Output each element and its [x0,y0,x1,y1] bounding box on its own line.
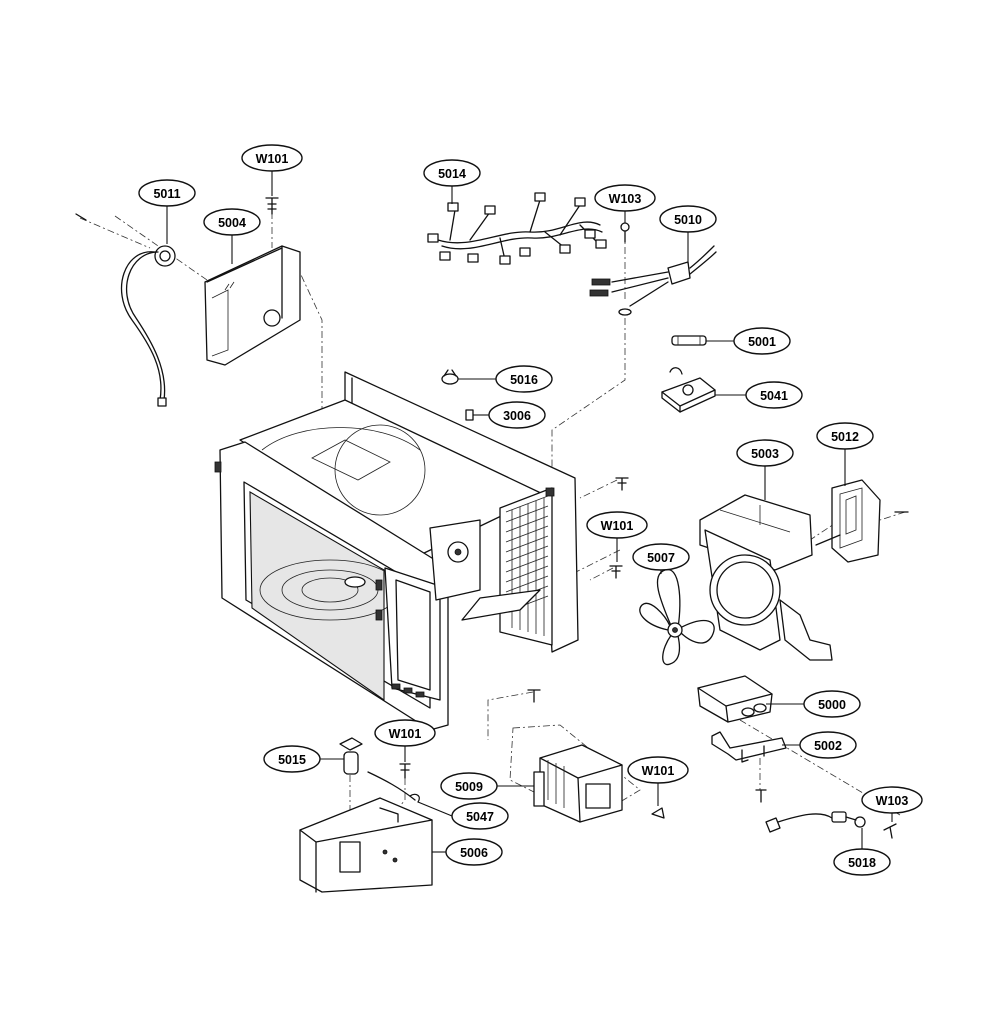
screw-w103-top [620,222,630,243]
callout-3006: 3006 [473,401,546,429]
callout-label: 5011 [153,187,180,201]
callout-5012: 5012 [816,422,874,486]
part-5010-cord [589,245,717,316]
callout-label: 5001 [748,335,776,349]
part-5011-thermostat [75,213,176,407]
callout-w101: W101 [627,756,689,806]
callout-label: 3006 [503,409,531,423]
callout-label: 5002 [814,739,842,753]
part-5006-door-switch [299,797,433,893]
part-5041-switch [661,367,716,413]
callout-label: 5012 [831,430,859,444]
callout-w101: W101 [586,511,648,562]
callout-label: 5010 [674,213,702,227]
callout-5047: 5047 [417,801,509,830]
part-5009-magnetron [533,744,623,823]
callout-label: W101 [256,152,289,166]
part-5007-fan-blade [639,569,715,666]
callout-w101: W101 [241,144,303,196]
callout-5003: 5003 [736,439,794,500]
callout-w103: W103 [594,184,656,223]
callout-5016: 5016 [458,365,553,393]
callout-label: 5003 [751,447,779,461]
callout-label: 5006 [460,846,488,860]
callout-5018: 5018 [833,828,891,876]
screw-w101-mid [527,477,629,703]
callout-label: 5000 [818,698,846,712]
callout-5014: 5014 [423,159,481,204]
part-5000-capacitor [697,675,773,723]
callout-5041: 5041 [715,381,803,409]
part-3006-clip [465,409,474,421]
callout-5007: 5007 [632,543,690,574]
screw-w101-top [265,197,279,215]
callout-label: W101 [642,764,675,778]
callout-label: 5018 [848,856,876,870]
callout-label: 5016 [510,373,538,387]
part-5014-harness [427,192,607,265]
part-5001-fuse [671,335,707,346]
callout-label: 5004 [218,216,246,230]
callout-label: W103 [609,192,642,206]
callout-label: 5009 [455,780,483,794]
callout-label: 5007 [647,551,675,565]
callout-label: W101 [389,727,422,741]
callout-5002: 5002 [782,731,857,759]
part-5015-lamp [339,737,363,775]
callout-5006: 5006 [432,838,503,866]
callout-label: 5014 [438,167,466,181]
screw-w101-low [399,763,767,819]
part-5018-wire [765,811,866,833]
callout-label: 5047 [466,810,494,824]
callout-label: W101 [601,519,634,533]
part-5003-duct [699,494,833,661]
callout-5004: 5004 [203,208,261,264]
part-5004-cover [204,245,301,366]
screw-w103-low [883,823,897,839]
callout-5011: 5011 [138,179,196,244]
part-5002-bracket [711,731,787,763]
callout-5001: 5001 [706,327,791,355]
part-5016-thermal [441,369,459,385]
part-cavity-chassis [214,371,579,731]
callout-w103: W103 [861,786,923,822]
callout-5010: 5010 [659,205,717,264]
callout-5015: 5015 [263,745,344,773]
callout-w101: W101 [374,719,436,762]
callout-label: W103 [876,794,909,808]
part-5047-lever [367,771,420,803]
callout-5009: 5009 [440,772,534,800]
callout-label: 5015 [278,753,306,767]
part-5012-motor [815,479,909,563]
callout-5000: 5000 [766,690,861,718]
callout-label: 5041 [760,389,788,403]
